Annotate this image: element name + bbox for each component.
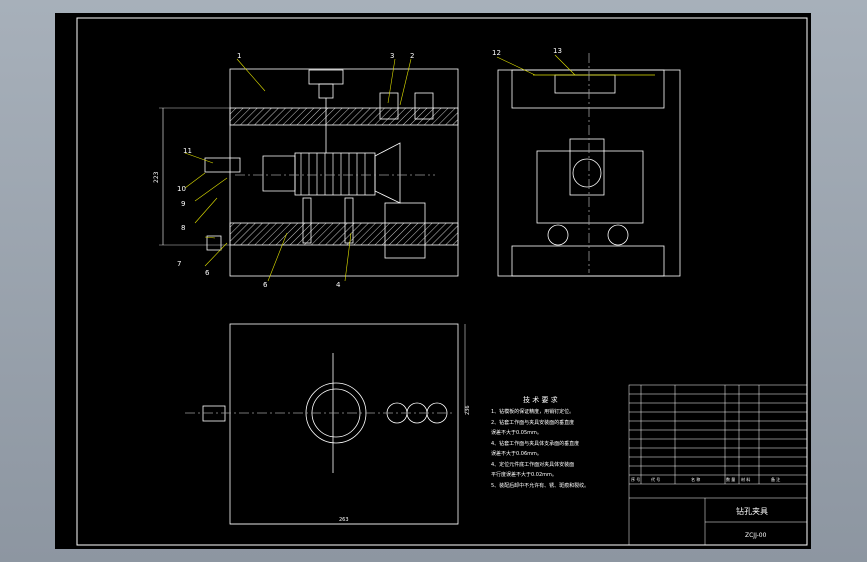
balloon-11: 11 xyxy=(183,147,192,155)
locating-bolt xyxy=(206,235,222,251)
side-roller-left xyxy=(547,224,569,246)
tech-notes: 技 术 要 求 1、钻模板的保证精度，用销钉定位。 2、钻套工作面与夹具安装面的… xyxy=(491,395,589,489)
top-plate xyxy=(229,323,459,525)
height-dim-label: 223 xyxy=(153,171,160,183)
balloon-2: 2 xyxy=(410,52,414,60)
clamp-nut xyxy=(204,157,241,173)
col-code: 代 号 xyxy=(651,476,660,482)
cone-center xyxy=(374,142,401,204)
balloon-8: 8 xyxy=(181,224,185,232)
leaders xyxy=(184,58,412,282)
note-line-2: 2、钻套工作面与夹具安装面的垂直度 xyxy=(491,419,574,426)
balloon-6b: 6 xyxy=(205,269,210,277)
notes-title: 技 术 要 求 xyxy=(523,395,558,404)
note-line-8: 5、装配后卸中不允许有、锈、斑痕和裂纹。 xyxy=(491,482,589,489)
note-line-5: 误差不大于0.06mm。 xyxy=(491,450,542,457)
support-pin-left xyxy=(302,197,312,244)
col-remarks: 备 注 xyxy=(771,476,780,482)
note-line-7: 平行度误差不大于0.02mm。 xyxy=(491,471,557,478)
width-dim-label: 263 xyxy=(339,517,349,523)
width-dimension: 263 236 xyxy=(230,324,471,525)
side-top-cutout xyxy=(511,69,665,109)
col-qty: 数 量 xyxy=(726,476,735,482)
drawing-border xyxy=(76,17,808,546)
drill-bushing xyxy=(379,92,399,120)
drawing-sheet: 223 1 3 2 4 6 6 7 8 9 10 11 xyxy=(55,13,811,549)
height-dimension: 223 xyxy=(153,107,230,246)
support-column xyxy=(384,202,426,259)
balloon-6a: 6 xyxy=(263,281,268,289)
side-roller-right xyxy=(607,224,629,246)
side-view xyxy=(497,53,681,277)
top-clamp-nut xyxy=(202,405,226,422)
drawing-code: ZCJJ-00 xyxy=(745,532,767,539)
top-view xyxy=(185,323,459,525)
col-no: 序 号 xyxy=(631,476,640,482)
top-plate-section xyxy=(229,107,459,126)
side-frame xyxy=(497,69,681,277)
drawing-name: 钻孔夹具 xyxy=(736,506,768,516)
workpiece xyxy=(294,152,376,196)
balloon-1: 1 xyxy=(237,52,241,60)
balloon-10: 10 xyxy=(177,185,186,193)
note-line-6: 4、定位元件底工作面对夹具体安装面 xyxy=(491,461,574,468)
parts-list-header: 序 号 代 号 名 称 数 量 材 料 备 注 xyxy=(631,476,780,482)
col-material: 材 料 xyxy=(741,476,750,482)
balloon-7: 7 xyxy=(177,260,181,268)
balloon-4: 4 xyxy=(336,281,341,289)
side-dim-label: 236 xyxy=(465,405,471,415)
balloon-13: 13 xyxy=(553,47,562,55)
drill-bushing-2 xyxy=(414,92,434,120)
clamp-body xyxy=(229,68,459,277)
col-name: 名 称 xyxy=(691,476,700,482)
note-line-3: 误差不大于0.05mm。 xyxy=(491,429,542,436)
note-line-4: 4、钻套工作面与夹具体支承面的垂直度 xyxy=(491,440,579,447)
screw-head xyxy=(318,83,334,99)
parts-list xyxy=(628,384,808,546)
balloon-9: 9 xyxy=(181,200,185,208)
cone-locator xyxy=(262,155,296,192)
balloon-12: 12 xyxy=(492,49,501,57)
base-plate-section xyxy=(229,222,459,246)
handwheel xyxy=(308,69,344,85)
front-balloons: 1 3 2 4 6 6 7 8 9 10 11 xyxy=(177,52,414,289)
drawing-canvas: 223 1 3 2 4 6 6 7 8 9 10 11 xyxy=(76,17,808,546)
side-body xyxy=(536,150,644,224)
side-bore xyxy=(572,158,602,188)
side-bottom-cutout xyxy=(511,245,665,277)
support-pin-right xyxy=(344,197,354,244)
side-handwheel xyxy=(554,74,616,94)
note-line-1: 1、钻模板的保证精度，用销钉定位。 xyxy=(491,408,574,415)
front-view xyxy=(204,68,459,277)
side-bushing-block xyxy=(569,138,605,196)
balloon-3: 3 xyxy=(390,52,394,60)
